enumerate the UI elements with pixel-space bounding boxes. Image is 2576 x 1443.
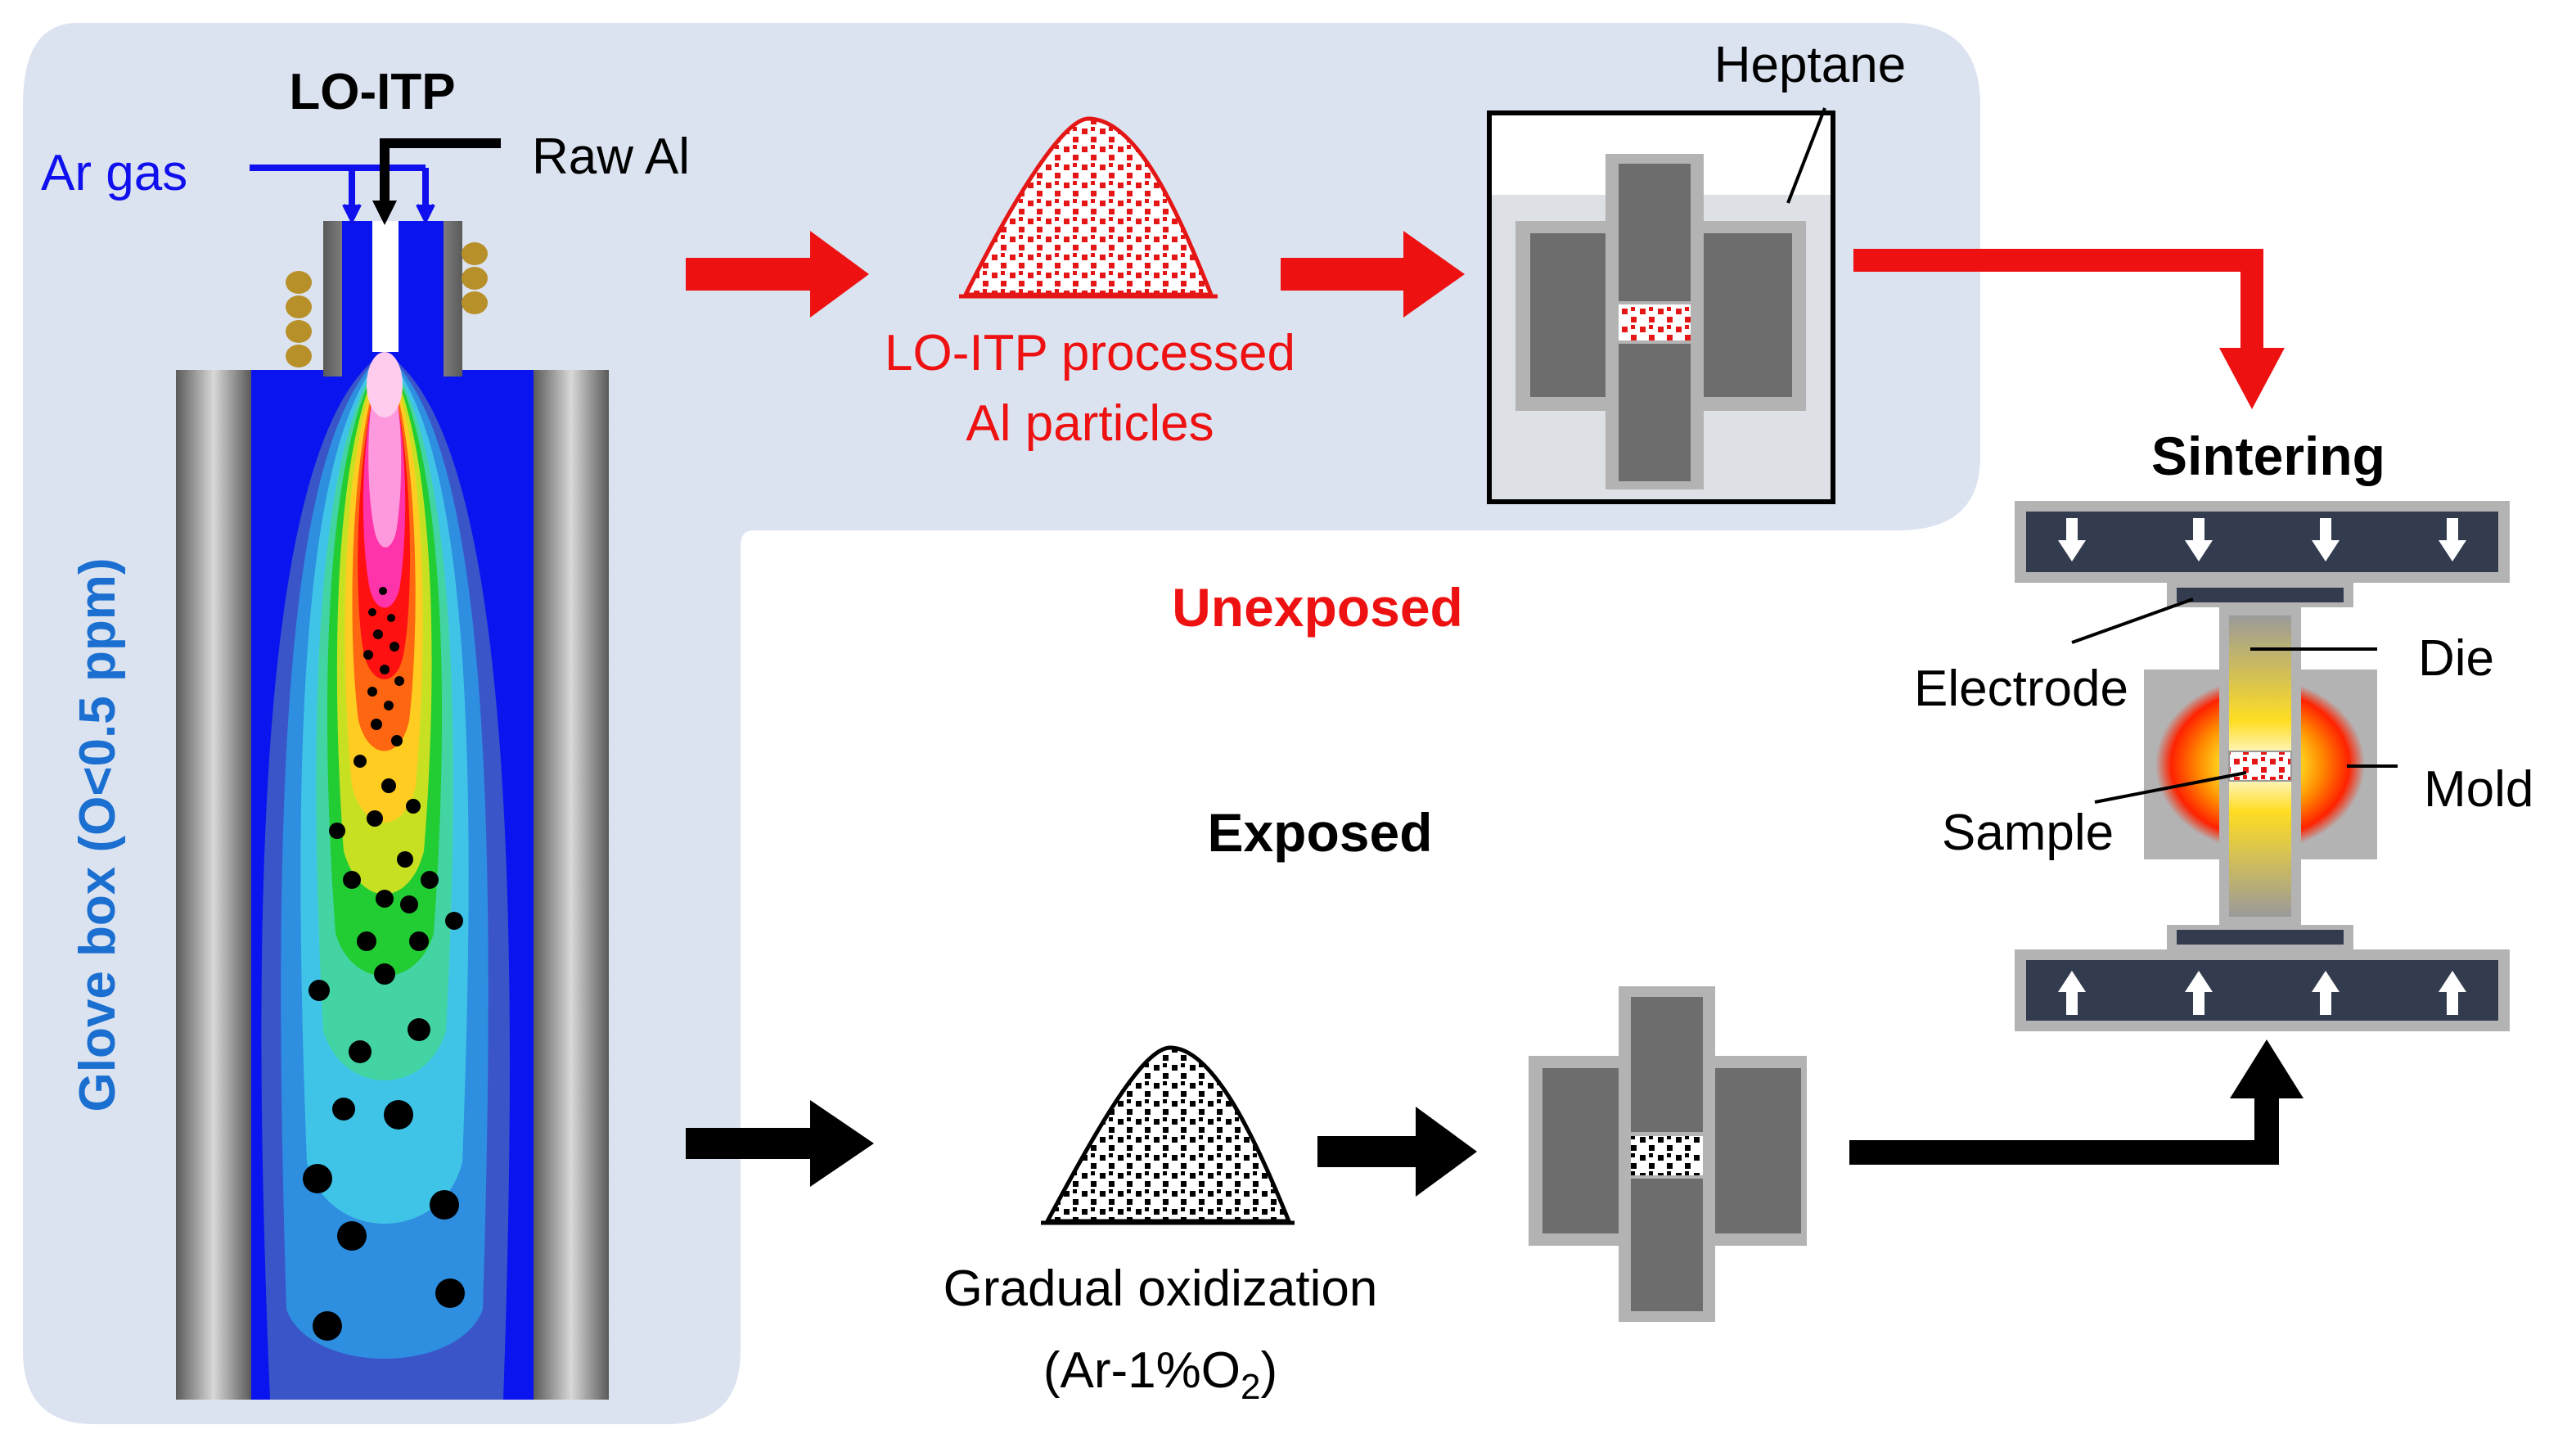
- heptane-label: Heptane: [1714, 37, 1906, 93]
- gradual-oxidization-label-line2: (Ar-1%O2): [1043, 1342, 1277, 1407]
- flow-arrow-red-1: [686, 231, 869, 318]
- lo-itp-particles-label-line2: Al particles: [966, 395, 1214, 452]
- ar-gas-inlet: [250, 165, 435, 225]
- glove-box-label: Glove box (O<0.5 ppm): [70, 558, 126, 1112]
- ar-gas-label: Ar gas: [41, 145, 187, 201]
- gradual-oxidization-label-line1: Gradual oxidization: [943, 1260, 1378, 1317]
- unexposed-label: Unexposed: [1172, 577, 1463, 638]
- lo-itp-particles-label-line1: LO-ITP processed: [885, 325, 1295, 381]
- die-assembly-exposed: [1529, 986, 1807, 1322]
- sample-label: Sample: [1942, 805, 2114, 861]
- flow-arrow-black-3: [1849, 1039, 2304, 1165]
- heptane-container: [1487, 107, 1835, 504]
- die-assembly-in-heptane: [1515, 154, 1806, 489]
- flow-arrow-black-2: [1317, 1107, 1477, 1197]
- flow-arrow-red-3: [1853, 249, 2285, 409]
- oxidized-powder-pile: [1041, 1045, 1295, 1225]
- die-label: Die: [2418, 630, 2494, 687]
- electrode-label: Electrode: [1914, 661, 2128, 717]
- up-arrow-icon: [2058, 971, 2466, 1015]
- plasma-reactor: [176, 221, 609, 1400]
- sintering-label: Sintering: [2151, 426, 2385, 486]
- sintering-press: [2015, 501, 2510, 1031]
- exposed-label: Exposed: [1207, 802, 1432, 863]
- raw-al-feed: [372, 138, 501, 225]
- flow-arrow-black-1: [686, 1100, 874, 1187]
- down-arrow-icon: [2058, 518, 2466, 561]
- induction-coil-icon: [286, 242, 488, 368]
- raw-al-label: Raw Al: [532, 129, 690, 185]
- flow-arrow-red-2: [1281, 231, 1465, 318]
- lo-itp-label: LO-ITP: [289, 64, 455, 120]
- sample: [2228, 751, 2292, 782]
- lo-itp-powder-pile: [959, 116, 1218, 299]
- mold-label: Mold: [2424, 761, 2533, 818]
- particles: [303, 587, 465, 1341]
